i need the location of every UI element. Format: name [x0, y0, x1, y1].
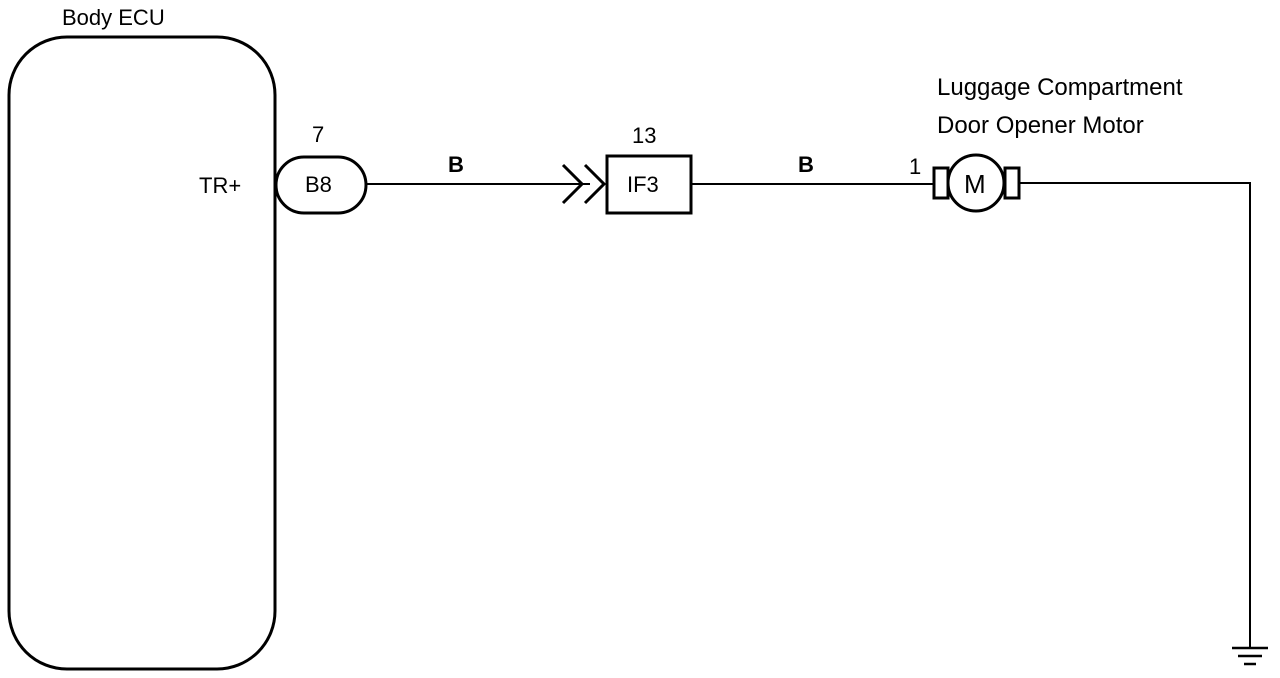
motor-symbol: M [964, 169, 986, 199]
wire-1-color: B [448, 152, 464, 177]
motor-pin: 1 [909, 154, 922, 179]
motor-name-line-1: Luggage Compartment [937, 74, 1183, 101]
connector-b8-pin: 7 [312, 122, 325, 147]
ecu-terminal-label: TR+ [199, 173, 242, 198]
motor-circle [946, 153, 1006, 213]
ground-icon [1232, 646, 1268, 666]
connector-if3-code: IF3 [627, 172, 659, 197]
wire-2-color: B [798, 152, 814, 177]
inline-connector-chevron-2 [583, 163, 607, 205]
ground-wire [1019, 182, 1251, 648]
connector-b8-code: B8 [305, 172, 332, 197]
connector-if3-pin: 13 [632, 123, 657, 148]
ecu-title: Body ECU [62, 5, 165, 30]
inline-connector-chevron-1 [561, 163, 585, 205]
motor-name-line-2: Door Opener Motor [937, 112, 1144, 139]
motor-right-bracket [1003, 166, 1021, 200]
body-ecu-block [7, 35, 277, 671]
motor-left-bracket [932, 166, 950, 200]
